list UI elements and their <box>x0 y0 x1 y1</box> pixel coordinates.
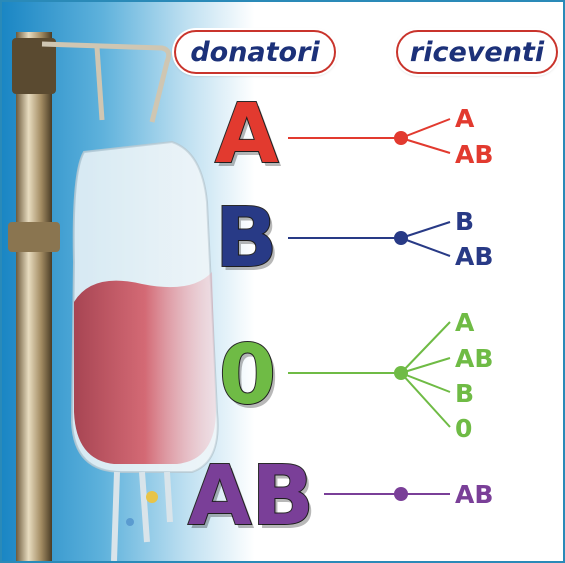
donor-0: 0 <box>219 335 276 417</box>
recipient-ab-ab: AB <box>455 482 493 507</box>
donor-b: B <box>215 198 278 280</box>
recipient-0-ab: AB <box>455 346 493 371</box>
recipient-b-ab: AB <box>455 244 493 269</box>
junction-b <box>394 231 408 245</box>
junction-a <box>394 131 408 145</box>
recipient-0-a: A <box>455 310 474 335</box>
recipient-b-b: B <box>455 209 474 234</box>
recipient-a-ab: AB <box>455 142 493 167</box>
recipient-a-a: A <box>455 106 474 131</box>
donor-ab: AB <box>188 456 314 538</box>
junction-ab <box>394 487 408 501</box>
junction-0 <box>394 366 408 380</box>
recipient-0-0: 0 <box>455 416 472 441</box>
recipient-0-b: B <box>455 381 474 406</box>
donor-a: A <box>215 94 278 176</box>
